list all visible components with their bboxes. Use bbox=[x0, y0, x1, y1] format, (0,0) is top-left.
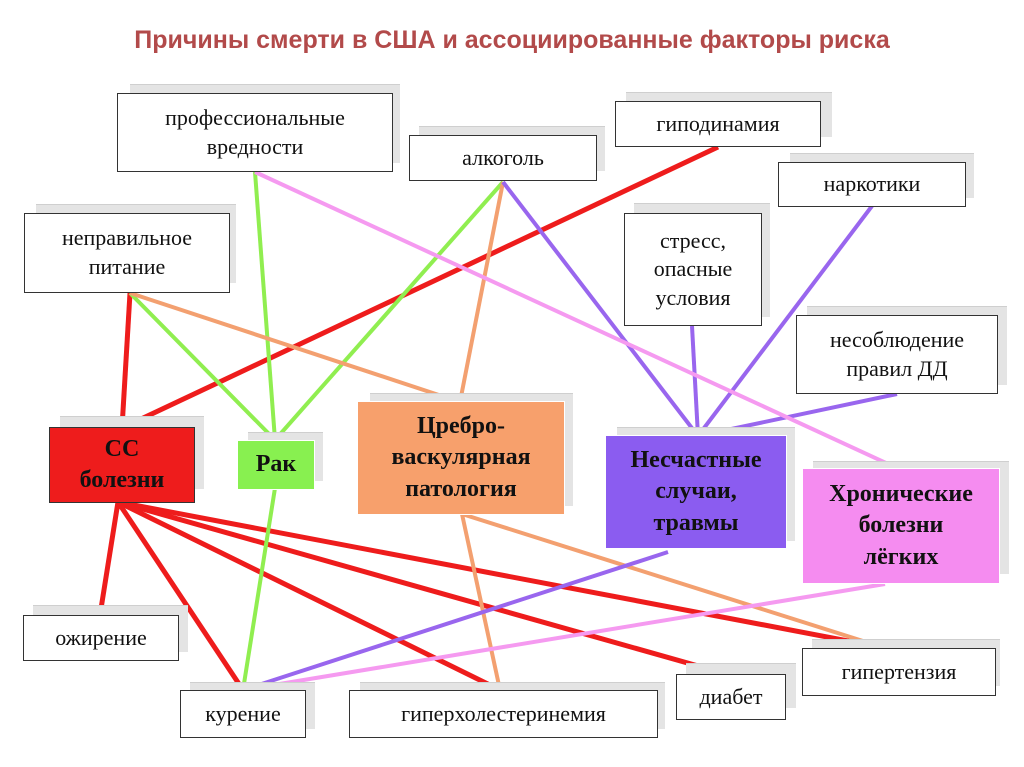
factor-hypertension: гипертензия bbox=[802, 648, 996, 696]
page-title: Причины смерти в США и ассоциированные ф… bbox=[134, 26, 890, 54]
link-cv-obesity bbox=[97, 501, 121, 616]
link-cerebro-cholesterol bbox=[460, 513, 502, 691]
disease-accidents: Несчастные случаи, травмы bbox=[605, 435, 787, 549]
factor-traffic-line2: правил ДД bbox=[846, 355, 948, 381]
link-cerebro-hypertension bbox=[461, 512, 886, 650]
factor-poor-diet: неправильное питание bbox=[24, 213, 230, 293]
disease-cerebro-line1: Цребро- bbox=[416, 413, 505, 440]
factor-diabetes-label: диабет bbox=[699, 683, 763, 709]
disease-accidents-line3: травмы bbox=[653, 509, 739, 536]
disease-cerebrovascular: Цребро- васкулярная патология bbox=[357, 401, 565, 515]
factor-alcohol-label: алкоголь bbox=[462, 144, 544, 170]
disease-chronic-lung: Хронические болезни лёгких bbox=[802, 468, 1000, 584]
link-accidents-smoking bbox=[242, 550, 669, 692]
link-cancer-diet bbox=[128, 291, 277, 442]
link-accidents-alcohol bbox=[501, 180, 700, 438]
disease-cerebro-line2: васкулярная bbox=[391, 444, 531, 471]
disease-lung-line2: болезни bbox=[858, 512, 944, 539]
link-lung-occupational bbox=[254, 170, 898, 470]
link-accidents-drugs bbox=[696, 204, 874, 438]
disease-cardiovascular: СС болезни bbox=[49, 427, 195, 503]
disease-cancer: Рак bbox=[237, 440, 315, 490]
factor-traffic-rules: несоблюдение правил ДД bbox=[796, 315, 998, 394]
factor-occupational-line1: профессиональные bbox=[165, 104, 345, 130]
link-cancer-alcohol bbox=[273, 180, 505, 442]
disease-lung-line1: Хронические bbox=[829, 481, 973, 508]
link-accidents-stress bbox=[690, 325, 700, 437]
factor-occupational-hazards: профессиональные вредности bbox=[117, 93, 393, 172]
link-cv-diabetes bbox=[117, 499, 731, 678]
factor-diet-line1: неправильное bbox=[61, 225, 193, 251]
link-cv-hypodynamia bbox=[120, 144, 720, 431]
factor-hypodynamia-label: гиподинамия bbox=[656, 110, 780, 136]
factor-stress-line1: стресс, bbox=[660, 227, 726, 253]
factor-smoking-label: курение bbox=[205, 700, 281, 726]
factor-stress-line3: условия bbox=[655, 284, 731, 310]
factor-drugs-label: наркотики bbox=[823, 171, 921, 197]
disease-lung-line3: лёгких bbox=[863, 543, 939, 570]
link-cv-diet bbox=[119, 292, 133, 429]
factor-drugs: наркотики bbox=[778, 162, 966, 207]
factor-stress: стресс, опасные условия bbox=[624, 213, 762, 326]
factor-diet-line2: питание bbox=[88, 254, 166, 279]
factor-cholesterol-label: гиперхолестеринемия bbox=[401, 700, 606, 726]
factor-occupational-line2: вредности bbox=[206, 133, 304, 159]
disease-cardiovascular-label: СС болезни bbox=[79, 435, 165, 493]
factor-smoking: курение bbox=[180, 690, 306, 738]
link-cancer-smoking bbox=[241, 487, 277, 691]
factor-stress-line2: опасные bbox=[653, 256, 733, 282]
factor-hypercholesterolemia: гиперхолестеринемия bbox=[349, 690, 658, 738]
factor-obesity: ожирение bbox=[23, 615, 179, 661]
disease-cerebro-line3: патология bbox=[405, 475, 517, 502]
disease-cancer-label: Рак bbox=[255, 451, 297, 478]
disease-accidents-line2: случаи, bbox=[655, 478, 737, 505]
link-lung-smoking bbox=[242, 582, 886, 692]
factor-alcohol: алкоголь bbox=[409, 135, 597, 181]
factor-hypertension-label: гипертензия bbox=[841, 658, 957, 684]
factor-obesity-label: ожирение bbox=[55, 624, 147, 650]
link-cancer-occupational bbox=[253, 171, 277, 441]
factor-traffic-line1: несоблюдение bbox=[829, 326, 965, 352]
disease-accidents-line1: Несчастные bbox=[630, 447, 762, 474]
link-cv-smoking bbox=[115, 500, 246, 692]
link-cerebro-diet bbox=[129, 291, 461, 404]
link-cerebro-alcohol bbox=[458, 181, 505, 403]
link-cv-hypertension bbox=[117, 499, 886, 651]
factor-diabetes: диабет bbox=[676, 674, 786, 720]
factor-hypodynamia: гиподинамия bbox=[615, 101, 821, 147]
